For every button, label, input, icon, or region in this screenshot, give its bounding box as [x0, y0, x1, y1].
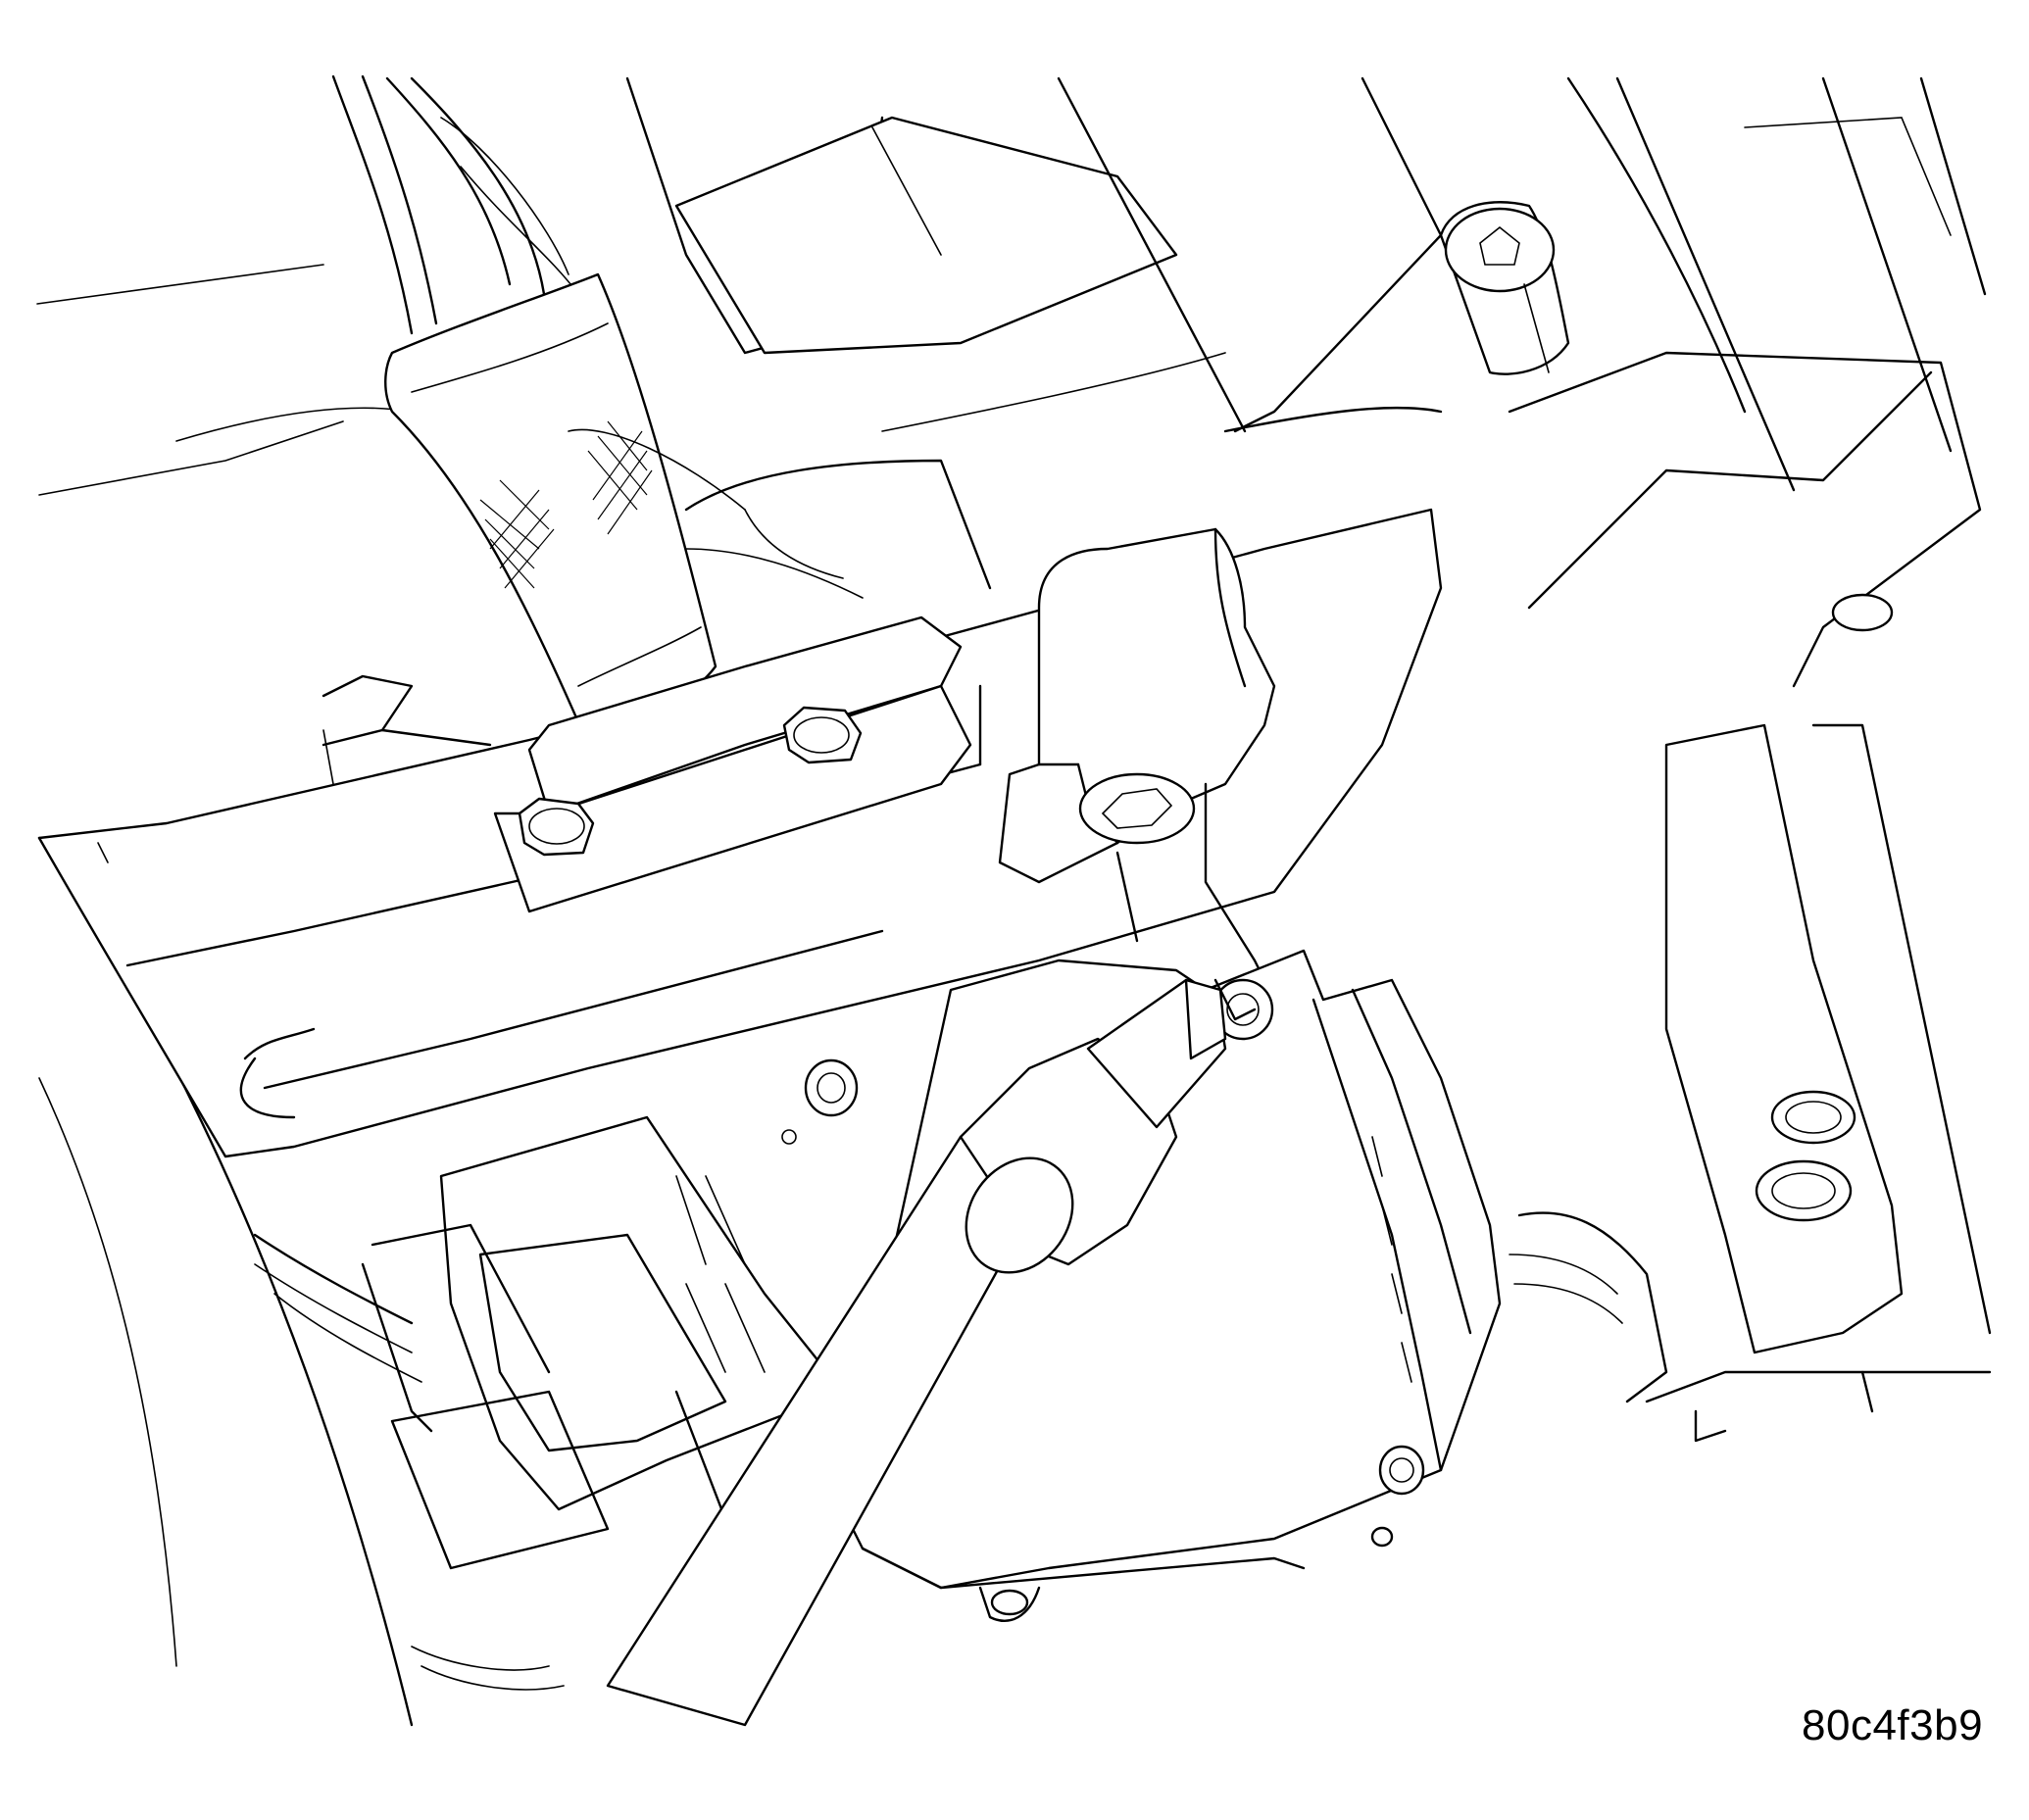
hex-bolt-right	[782, 706, 863, 764]
column-clamp	[998, 527, 1276, 1002]
torx-screw-upper-right	[1439, 201, 1570, 375]
right-housing-frame	[1508, 76, 1992, 1443]
electrical-connector	[253, 1115, 845, 1691]
screwdriver-tool	[606, 978, 1257, 1727]
module-screw-left	[781, 1058, 859, 1145]
figure-reference-code: 80c4f3b9	[1802, 1701, 1984, 1749]
surface-detail-lines	[568, 428, 992, 599]
hex-bolt-left	[518, 797, 595, 857]
upper-bracket	[625, 76, 1443, 433]
wire-harness-upper	[331, 74, 718, 747]
